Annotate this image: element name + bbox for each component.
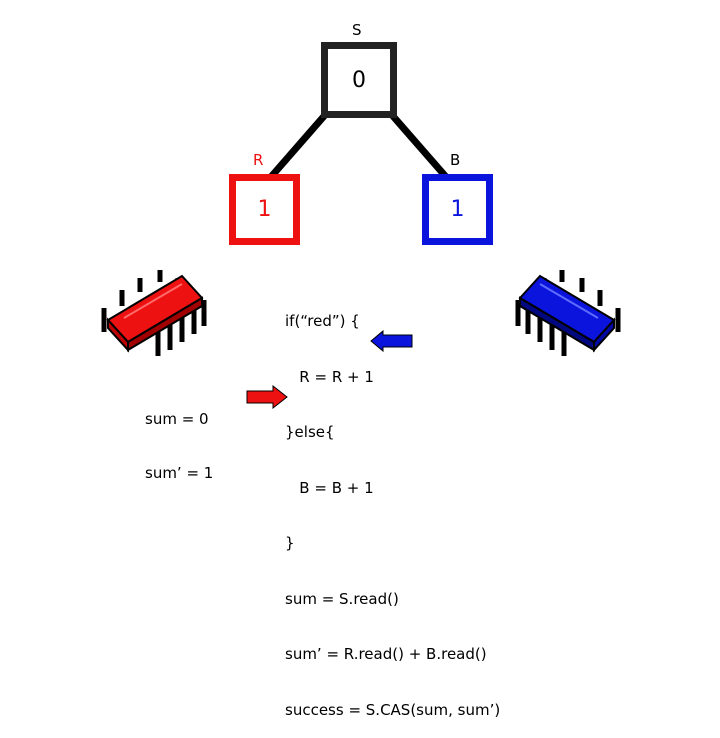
node-b-value: 1 <box>450 197 465 222</box>
code-line-3: }else{ <box>285 423 335 441</box>
node-b-box: 1 <box>422 174 493 245</box>
code-line-4: B = B + 1 <box>285 478 374 497</box>
edge-s-r <box>267 112 328 181</box>
red-arrow-icon <box>246 385 288 409</box>
edge-s-b <box>389 112 450 181</box>
red-processor-chip-icon <box>101 270 207 356</box>
node-b-label: B <box>450 151 461 169</box>
code-line-5: } <box>285 534 295 552</box>
code-line-6: sum = S.read() <box>285 589 399 608</box>
red-thread-vars: sum = 0 sum’ = 1 <box>145 374 213 500</box>
blue-processor-chip-icon <box>515 270 621 356</box>
code-line-1: if(“red”) { <box>285 312 360 330</box>
node-r-box: 1 <box>229 174 300 245</box>
code-line-8: success = S.CAS(sum, sum’) <box>285 700 501 719</box>
node-s-value: 0 <box>352 67 366 93</box>
blue-arrow-icon <box>370 330 413 352</box>
node-s-label: S <box>352 21 362 39</box>
node-r-label: R <box>253 151 264 169</box>
red-thread-line-sum: sum = 0 <box>145 410 209 428</box>
diagram-canvas <box>267 112 450 181</box>
node-r-value: 1 <box>257 197 272 222</box>
code-line-2: R = R + 1 <box>285 367 374 386</box>
code-line-7: sum’ = R.read() + B.read() <box>285 645 487 663</box>
node-s-box: 0 <box>321 42 397 118</box>
red-thread-line-sum-prime: sum’ = 1 <box>145 464 214 482</box>
